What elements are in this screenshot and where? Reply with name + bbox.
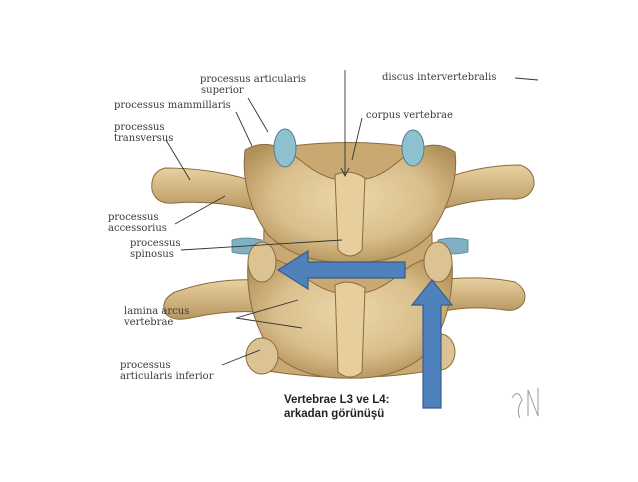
- right-inferior-articular-process: [423, 241, 453, 283]
- left-pointing-arrow: [276, 249, 406, 291]
- label-line: superior: [201, 85, 244, 96]
- label-processus-accessorius: processus accessorius: [108, 212, 167, 234]
- leader-lamina-2: [235, 317, 303, 329]
- highlight-arrows: [276, 249, 454, 409]
- label-line: spinosus: [130, 249, 174, 260]
- leader-spinosus: [180, 239, 343, 251]
- leader-lamina-1: [235, 299, 299, 319]
- label-line: processus: [114, 122, 165, 133]
- figure-caption: Vertebrae L3 ve L4: arkadan görünüşü: [284, 393, 389, 421]
- label-line: processus articularis: [200, 74, 307, 85]
- left-superior-articular-facet: [273, 128, 297, 168]
- lower-left-transverse-process: [163, 279, 259, 320]
- label-line: transversus: [114, 133, 174, 144]
- artist-signature: [511, 388, 539, 419]
- leader-mammillaris: [235, 111, 253, 147]
- label-processus-spinosus: processus spinosus: [130, 238, 181, 260]
- caption-line-2: arkadan görünüşü: [284, 408, 385, 420]
- left-inferior-articular-process: [247, 241, 277, 283]
- label-processus-articularis-inferior: processus articularis inferior: [120, 360, 214, 382]
- label-line: lamina arcus: [124, 306, 190, 317]
- label-corpus-vertebrae: corpus vertebrae: [366, 110, 453, 121]
- label-line: processus: [108, 212, 159, 223]
- caption-line-1: Vertebrae L3 ve L4:: [284, 394, 390, 406]
- label-processus-articularis-superior: processus articularis superior: [200, 74, 306, 96]
- upper-left-transverse-process: [151, 167, 256, 211]
- label-discus-intervertebralis: discus intervertebralis: [382, 72, 497, 83]
- leader-discus: [514, 77, 539, 81]
- label-line: accessorius: [108, 223, 167, 234]
- label-lamina-arcus-vertebrae: lamina arcus vertebrae: [124, 306, 189, 328]
- label-line: vertebrae: [124, 317, 174, 328]
- leader-transversus: [165, 139, 191, 181]
- label-processus-transversus: processus transversus: [114, 122, 173, 144]
- leader-corpus-vertebrae: [351, 117, 363, 161]
- label-processus-mammillaris: processus mammillaris: [114, 100, 231, 111]
- lower-spinous-process: [334, 281, 366, 378]
- leader-articularis-inferior: [221, 349, 261, 366]
- spine-group: [151, 128, 535, 379]
- label-line: processus: [130, 238, 181, 249]
- right-superior-articular-facet: [401, 129, 425, 167]
- up-pointing-arrow: [410, 279, 454, 409]
- lower-right-transverse-process: [439, 277, 526, 313]
- leader-lines: [165, 70, 539, 366]
- label-line: articularis inferior: [120, 371, 214, 382]
- upper-spinous-process: [334, 171, 366, 257]
- upper-right-transverse-process: [439, 164, 535, 211]
- label-line: processus: [120, 360, 171, 371]
- lower-left-inferior-articular-process: [245, 337, 279, 375]
- leader-corpus-arrowhead: [340, 167, 350, 178]
- leader-accessorius: [174, 195, 226, 225]
- leader-articularis-superior: [247, 97, 269, 133]
